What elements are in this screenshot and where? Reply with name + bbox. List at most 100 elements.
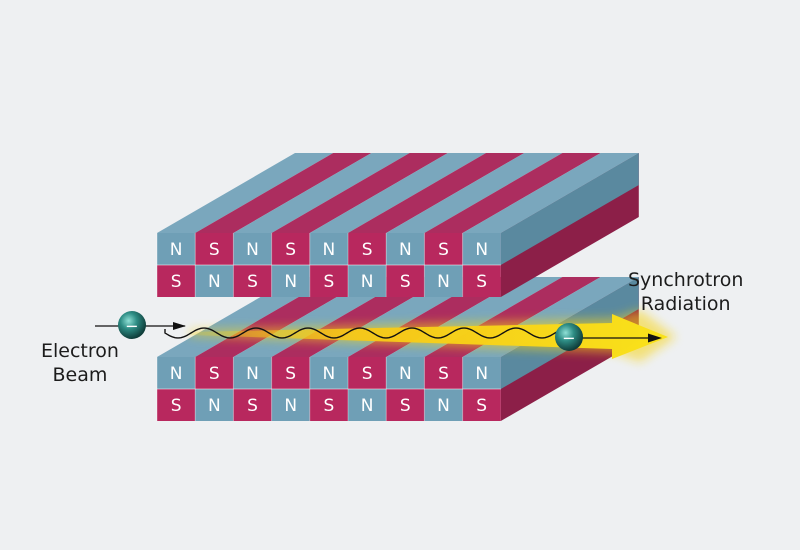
- lower-magnet-top: [424, 357, 463, 389]
- upper-magnet-top: [424, 233, 463, 265]
- lower-magnet-bottom: [348, 389, 387, 421]
- synchrotron-radiation-arrow: [190, 314, 668, 359]
- beam-layer: [164, 310, 676, 362]
- upper-pole-label: S: [438, 240, 449, 260]
- electron-wiggle-path: [164, 327, 568, 339]
- upper-top-stripe: [348, 153, 525, 233]
- upper-magnet-top: [348, 233, 387, 265]
- lower-pole-label: N: [170, 364, 183, 384]
- upper-pole-label: S: [209, 240, 220, 260]
- upper-top-stripe: [424, 153, 601, 233]
- lower-magnet-top: [348, 357, 387, 389]
- electron-incoming-charge: −: [125, 317, 138, 336]
- lower-pole-label: S: [171, 396, 182, 416]
- lower-magnet-bottom: [195, 389, 234, 421]
- lower-pole-label: S: [476, 396, 487, 416]
- upper-pole-label: N: [170, 240, 183, 260]
- upper-magnet-bottom: [309, 265, 348, 297]
- lower-pole-label: N: [208, 396, 221, 416]
- upper-pole-label: S: [324, 272, 335, 292]
- synchrotron-label-line-2: Radiation: [640, 293, 731, 315]
- synchrotron-label-line-1: Synchrotron: [628, 269, 744, 291]
- synchrotron-radiation-label: Synchrotron Radiation: [628, 268, 743, 316]
- lower-magnet-bottom: [157, 389, 196, 421]
- lower-pole-label: N: [475, 364, 488, 384]
- lower-pole-label: S: [247, 396, 258, 416]
- lower-magnet-bottom: [462, 389, 501, 421]
- lower-pole-label: S: [285, 364, 296, 384]
- lower-magnet-bottom: [386, 389, 425, 421]
- lower-pole-label: N: [284, 396, 297, 416]
- upper-top-stripe: [309, 153, 486, 233]
- lower-pole-label: N: [246, 364, 259, 384]
- lower-pole-label: S: [362, 364, 373, 384]
- upper-top-stripe: [233, 153, 410, 233]
- upper-top-stripe: [386, 153, 563, 233]
- lower-pole-label: N: [361, 396, 374, 416]
- upper-magnet-bottom: [195, 265, 234, 297]
- upper-side-face-upper: [500, 153, 639, 265]
- upper-magnet-top: [386, 233, 425, 265]
- upper-pole-label: N: [323, 240, 336, 260]
- electron-beam-label: Electron Beam: [41, 339, 119, 387]
- exit-beam-arrowhead: [648, 333, 662, 343]
- upper-top-stripe: [195, 153, 372, 233]
- upper-pole-label: S: [476, 272, 487, 292]
- lower-magnet-bottom: [233, 389, 272, 421]
- lower-magnet-top: [386, 357, 425, 389]
- upper-pole-label: S: [285, 240, 296, 260]
- upper-magnet-top: [157, 233, 196, 265]
- upper-magnet-bottom: [348, 265, 387, 297]
- upper-magnet-top: [195, 233, 234, 265]
- lower-pole-label: N: [399, 364, 412, 384]
- upper-magnet-top: [233, 233, 272, 265]
- lower-magnet-bottom: [309, 389, 348, 421]
- upper-top-stripe: [271, 153, 448, 233]
- upper-pole-label: N: [399, 240, 412, 260]
- electron-exiting: [555, 323, 583, 351]
- lower-pole-label: S: [209, 364, 220, 384]
- upper-pole-label: S: [171, 272, 182, 292]
- upper-magnet-bottom: [233, 265, 272, 297]
- lower-pole-label: N: [323, 364, 336, 384]
- upper-magnet-bottom: [157, 265, 196, 297]
- lower-magnet-top: [157, 357, 196, 389]
- upper-magnet-top: [271, 233, 310, 265]
- lower-magnet-top: [195, 357, 234, 389]
- front-layer: −−: [95, 311, 662, 351]
- upper-pole-label: S: [362, 240, 373, 260]
- upper-pole-label: N: [475, 240, 488, 260]
- lower-magnet-top: [309, 357, 348, 389]
- upper-pole-label: N: [437, 272, 450, 292]
- upper-pole-label: N: [246, 240, 259, 260]
- electron-beam-arrowhead: [173, 322, 186, 330]
- upper-magnet-bottom: [386, 265, 425, 297]
- upper-pole-label: S: [247, 272, 258, 292]
- electron-incoming: [118, 311, 146, 339]
- upper-pole-label: N: [208, 272, 221, 292]
- electron-exiting-charge: −: [562, 329, 575, 348]
- electron-beam-label-line-1: Electron: [41, 340, 119, 362]
- upper-pole-label: N: [361, 272, 374, 292]
- lower-pole-label: S: [400, 396, 411, 416]
- upper-magnet-bottom: [462, 265, 501, 297]
- lower-magnet-top: [271, 357, 310, 389]
- upper-top-stripe: [462, 153, 639, 233]
- upper-magnet-top: [309, 233, 348, 265]
- upper-pole-label: S: [400, 272, 411, 292]
- upper-magnet-bottom: [271, 265, 310, 297]
- lower-magnet-bottom: [424, 389, 463, 421]
- lower-magnet-top: [462, 357, 501, 389]
- upper-magnet-bottom: [424, 265, 463, 297]
- lower-pole-label: S: [438, 364, 449, 384]
- lower-pole-label: S: [324, 396, 335, 416]
- upper-pole-label: N: [284, 272, 297, 292]
- lower-magnet-bottom: [271, 389, 310, 421]
- lower-magnet-top: [233, 357, 272, 389]
- lower-pole-label: N: [437, 396, 450, 416]
- electron-beam-label-line-2: Beam: [52, 364, 108, 386]
- upper-top-stripe: [157, 153, 334, 233]
